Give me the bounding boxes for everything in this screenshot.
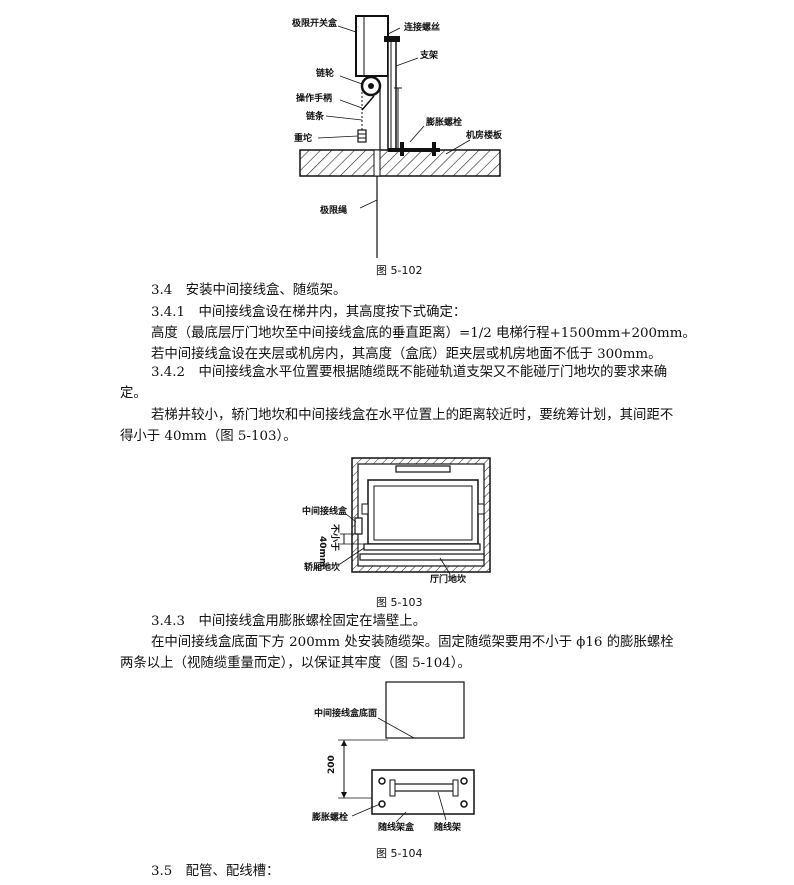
label-hall-sill: 厅门地坎 — [430, 573, 467, 585]
label-junction-box-bottom: 中间接线盒底面 — [314, 707, 377, 719]
section-3-4-2: 3.4.2 中间接线盒水平位置要根据随缆既不能碰轨道支架又不能碰厅门地坎的要求来… — [120, 365, 668, 401]
weight — [357, 129, 367, 143]
cable-rack — [391, 783, 457, 792]
small-shaft-note: 若梯井较小，轿门地坎和中间接线盒在水平位置上的距离较近时，要统筹计划，其间距不得… — [120, 408, 674, 444]
label-dim-40mm: 40mm — [317, 536, 327, 567]
car-sill — [363, 543, 481, 551]
mezzanine-note: 若中间接线盒设在夹层或机房内，其高度（盒底）距夹层或机房地面不低于 300mm。 — [151, 347, 662, 362]
label-machine-room-floor: 机房楼板 — [466, 129, 503, 141]
label-car-sill: 轿厢地坎 — [304, 561, 341, 573]
label-sprocket: 链轮 — [316, 67, 334, 79]
label-junction-box: 中间接线盒 — [302, 505, 348, 517]
caption-fig-5-104: 图 5-104 — [376, 847, 423, 860]
machine-room-floor — [299, 149, 501, 177]
bracket — [387, 37, 397, 151]
junction-box-outline — [385, 681, 465, 739]
label-limit-rope: 极限绳 — [320, 204, 347, 216]
cable-rack-box — [371, 769, 475, 815]
bolt-tl — [378, 777, 386, 785]
section-3-4: 3.4 安装中间接线盒、随缆架。 — [151, 283, 347, 298]
figure-5-104: 中间接线盒底面 200 膨胀螺栓 随线架盒 随线架 — [310, 678, 500, 836]
figure-5-102: 极限开关盒 连接螺丝 支架 链轮 操作手柄 链条 膨胀螺栓 重坨 机房楼板 极限… — [270, 8, 520, 260]
label-connecting-screw: 连接螺丝 — [404, 21, 440, 33]
label-not-less-than: 不小于 — [329, 524, 341, 551]
bracket-install-note: 在中间接线盒底面下方 200mm 处安装随缆架。固定随缆架要用不小于 ϕ16 的… — [120, 635, 674, 671]
section-3-5: 3.5 配管、配线槽： — [151, 864, 280, 879]
label-expansion-bolt: 膨胀螺栓 — [311, 811, 348, 823]
section-3-4-1: 3.4.1 中间接线盒设在梯井内，其高度按下式确定： — [151, 305, 467, 320]
label-bracket: 支架 — [419, 49, 438, 61]
label-cable-rack-box: 随线架盒 — [378, 821, 415, 833]
limit-switch-box — [355, 15, 389, 77]
label-limit-switch-box: 极限开关盒 — [292, 17, 338, 29]
label-expansion-bolt: 膨胀螺栓 — [425, 116, 462, 128]
junction-box — [354, 517, 363, 535]
bolt-tr — [460, 777, 468, 785]
label-cable-rack: 随线架 — [434, 821, 461, 833]
caption-fig-5-102: 图 5-102 — [376, 264, 423, 277]
height-formula: 高度（最底层厅门地坎至中间接线盒底的垂直距离）=1/2 电梯行程+1500mm+… — [151, 326, 696, 341]
label-chain: 链条 — [306, 110, 325, 122]
figure-5-103: 中间接线盒 不小于 40mm 轿厢地坎 厅门地坎 — [300, 452, 500, 586]
caption-fig-5-103: 图 5-103 — [376, 596, 423, 609]
label-weight: 重坨 — [294, 132, 312, 144]
hall-sill — [359, 553, 485, 561]
bolt-br — [460, 800, 468, 808]
section-3-4-3: 3.4.3 中间接线盒用膨胀螺栓固定在墙壁上。 — [151, 614, 427, 629]
label-dim-200: 200 — [327, 755, 337, 774]
label-operating-handle: 操作手柄 — [296, 92, 332, 104]
